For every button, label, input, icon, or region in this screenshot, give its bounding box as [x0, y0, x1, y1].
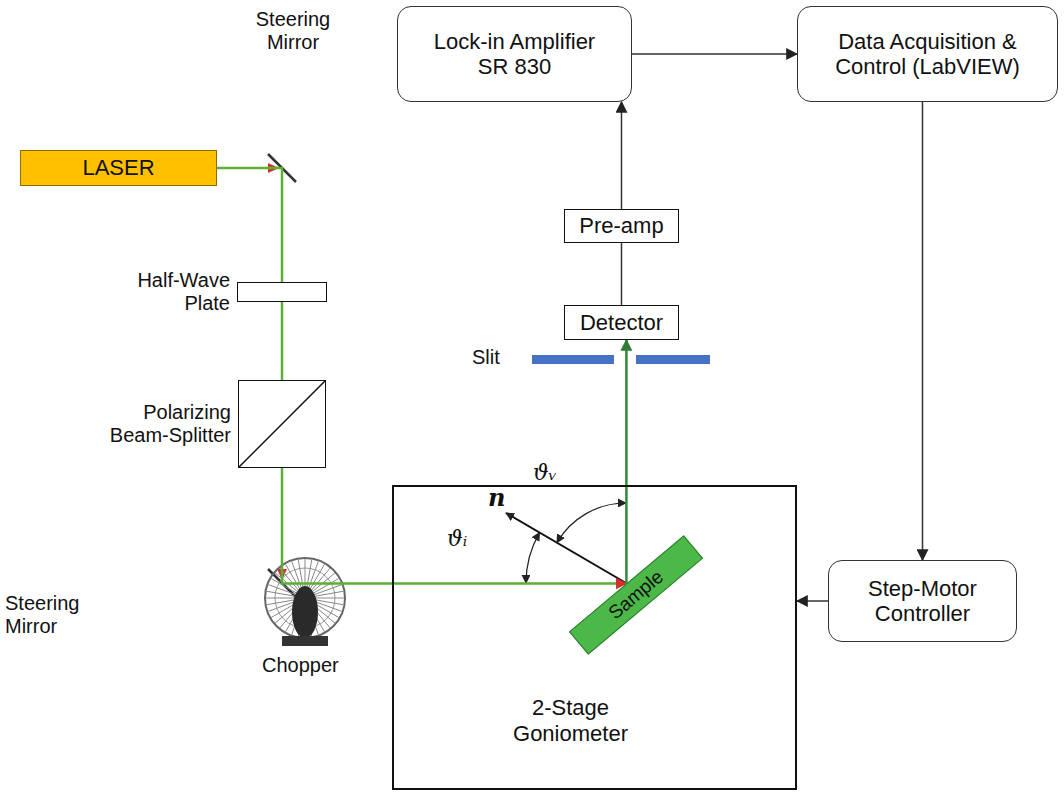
node-label: Lock-in Amplifier SR 830	[417, 29, 612, 80]
laser-beam	[625, 340, 628, 584]
chopper-blade	[266, 598, 295, 599]
part-label: Chopper	[262, 654, 362, 677]
splitter-diagonal	[239, 381, 325, 467]
node-label: Data Acquisition & Control (LabVIEW)	[833, 29, 1023, 80]
node-label: LASER	[82, 155, 154, 180]
signal-arrow	[922, 102, 924, 560]
beam-splitter-box: Polarizing Beam-Splitter	[238, 380, 326, 468]
chopper-blade	[286, 564, 301, 589]
chopper-wheel	[265, 558, 345, 638]
waveplate-box: Half-Wave Plate	[237, 282, 327, 302]
symbol-label: ϑᵢ	[447, 526, 487, 551]
symbol-label: n	[488, 484, 518, 512]
instrument-box: Step-Motor Controller	[828, 560, 1017, 642]
chopper-blade	[314, 579, 339, 594]
node-label: Step-Motor Controller	[848, 576, 998, 627]
angle-arc	[557, 503, 626, 543]
signal-arrow	[621, 243, 623, 305]
splitter-diagonal	[239, 381, 325, 467]
laser-beam	[217, 168, 282, 282]
node-label: Detector	[580, 310, 663, 335]
part-label: Slit	[472, 346, 532, 369]
slit-blade	[532, 355, 614, 364]
node-label: Half-Wave Plate	[130, 269, 230, 315]
node-label: Sample	[604, 566, 667, 624]
signal-arrow	[797, 600, 828, 602]
node-label: Pre-amp	[579, 213, 663, 238]
part-label: Steering Mirror	[243, 8, 343, 54]
chopper-blade	[268, 601, 295, 611]
laser-box: LASER	[20, 150, 217, 186]
chopper-base	[282, 636, 328, 646]
laser-beam	[281, 302, 284, 380]
process-box: Pre-amp	[564, 209, 679, 243]
signal-arrow	[621, 102, 623, 209]
chopper-blade	[315, 600, 344, 605]
chopper-blade	[267, 600, 296, 605]
instrument-box: Data Acquisition & Control (LabVIEW)	[797, 6, 1058, 102]
chopper-motor	[292, 586, 318, 638]
symbol-label: ϑᵥ	[533, 460, 573, 485]
part-label: Steering Mirror	[5, 592, 105, 638]
process-box: Detector	[564, 305, 679, 340]
sample-plate: Sample	[569, 535, 703, 654]
normal-vector	[506, 513, 626, 583]
chopper-blade	[315, 591, 344, 596]
instrument-box: Lock-in Amplifier SR 830	[397, 6, 632, 102]
chopper-blade	[315, 598, 344, 599]
chopper-symbol	[265, 558, 345, 646]
slit-blade	[636, 355, 710, 364]
node-label: 2-Stage Goniometer	[506, 695, 636, 746]
chopper-blade	[314, 585, 341, 595]
angle-arc	[526, 533, 540, 583]
signal-arrow	[632, 53, 797, 55]
node-label: Polarizing Beam-Splitter	[96, 401, 231, 447]
chopper-blade	[267, 591, 296, 596]
